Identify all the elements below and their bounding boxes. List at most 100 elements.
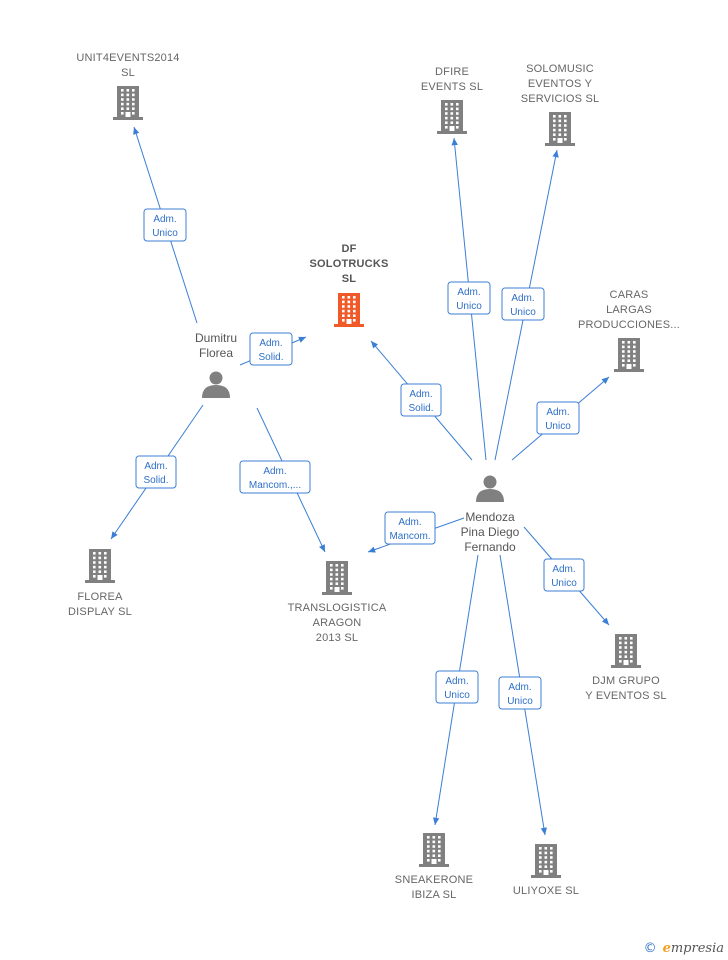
role-badge-text: Adm. bbox=[457, 287, 480, 298]
node-label-line: SNEAKERONE bbox=[395, 874, 473, 886]
role-badge-box bbox=[543, 558, 585, 592]
person-icon bbox=[476, 475, 504, 502]
brand-logo-text: mpresia bbox=[670, 941, 724, 956]
role-badge-box bbox=[498, 676, 542, 710]
role-badge-box bbox=[400, 383, 442, 417]
role-badge[interactable]: Adm.Solid. bbox=[400, 383, 442, 417]
role-badge-text: Adm. bbox=[552, 564, 575, 575]
node-label-line: Florea bbox=[199, 346, 233, 360]
building-icon bbox=[545, 112, 575, 146]
building-icon bbox=[531, 844, 561, 878]
node-label-line: SL bbox=[342, 273, 357, 285]
role-badge-text: Adm. bbox=[398, 517, 421, 528]
node-label-line: TRANSLOGISTICA bbox=[288, 602, 387, 614]
role-badge[interactable]: Adm. Unico bbox=[447, 281, 491, 315]
company-node-translogistica[interactable]: TRANSLOGISTICA ARAGON 2013 SL bbox=[288, 561, 387, 644]
building-icon bbox=[611, 634, 641, 668]
company-node-dfire[interactable]: DFIRE EVENTS SL bbox=[421, 66, 483, 134]
node-label-line: Y EVENTOS SL bbox=[585, 690, 666, 702]
role-badge[interactable]: Adm. Mancom.,... bbox=[239, 460, 311, 494]
node-label-line: ULIYOXE SL bbox=[513, 885, 579, 897]
role-badge-text: Unico bbox=[510, 307, 536, 318]
company-node-caras[interactable]: CARASLARGASPRODUCCIONES... bbox=[578, 289, 680, 372]
node-label-line: SERVICIOS SL bbox=[521, 93, 600, 105]
node-label-line: EVENTOS Y bbox=[528, 78, 593, 90]
building-icon bbox=[113, 86, 143, 120]
building-icon bbox=[614, 338, 644, 372]
role-badge-box bbox=[384, 511, 436, 545]
role-badge-text: Unico bbox=[551, 578, 577, 589]
node-label-line: DISPLAY SL bbox=[68, 606, 132, 618]
node-label-line: DF bbox=[341, 243, 356, 255]
company-node-dfsolotrucks[interactable]: DF SOLOTRUCKS SL bbox=[310, 243, 389, 327]
role-badge-text: Unico bbox=[152, 228, 178, 239]
node-label-line: DFIRE bbox=[435, 66, 469, 78]
role-badge-box bbox=[447, 281, 491, 315]
role-badge-box bbox=[501, 287, 545, 321]
node-label-line: IBIZA SL bbox=[411, 889, 456, 901]
building-icon bbox=[437, 100, 467, 134]
building-icon bbox=[334, 293, 364, 327]
role-badge-text: Adm. bbox=[153, 214, 176, 225]
role-badge-box bbox=[143, 208, 187, 242]
company-node-uliyoxe[interactable]: ULIYOXE SL bbox=[513, 844, 579, 897]
node-label-line: Dumitru bbox=[195, 331, 237, 345]
company-node-djm[interactable]: DJM GRUPO Y EVENTOS SL bbox=[585, 634, 667, 702]
role-badge-box bbox=[135, 455, 177, 489]
node-label-line: SOLOTRUCKS bbox=[310, 258, 389, 270]
role-badge-text: Adm. bbox=[445, 676, 468, 687]
company-node-solomusic[interactable]: SOLOMUSIC EVENTOS Y SERVICIOS SL bbox=[521, 63, 600, 146]
node-label-line: ARAGON bbox=[313, 617, 362, 629]
role-badge[interactable]: Adm. Unico bbox=[143, 208, 187, 242]
role-badge-box bbox=[239, 460, 311, 494]
role-badge-text: Mancom. bbox=[389, 531, 430, 542]
node-label-line: 2013 SL bbox=[316, 632, 358, 644]
node-label-line: DJM GRUPO bbox=[592, 675, 660, 687]
role-badge-box bbox=[435, 670, 479, 704]
role-badge-text: Solid. bbox=[408, 403, 433, 414]
node-label-line: LARGAS bbox=[606, 304, 652, 316]
role-badge[interactable]: Adm. Unico bbox=[498, 676, 542, 710]
company-node-sneakerone[interactable]: SNEAKERONE IBIZA SL bbox=[395, 833, 473, 901]
node-label-line: EVENTS SL bbox=[421, 81, 483, 93]
building-icon bbox=[85, 549, 115, 583]
role-badge-text: Adm. bbox=[259, 338, 282, 349]
role-badge[interactable]: Adm. Unico bbox=[435, 670, 479, 704]
company-node-florea[interactable]: FLOREA DISPLAY SL bbox=[68, 549, 132, 618]
role-badge-text: Unico bbox=[456, 301, 482, 312]
role-badge[interactable]: Adm. Solid. bbox=[135, 455, 177, 489]
role-badge-text: Unico bbox=[545, 421, 571, 432]
role-badge[interactable]: Adm. Unico bbox=[543, 558, 585, 592]
copyright-icon: © bbox=[643, 941, 657, 956]
role-badge-text: Solid. bbox=[258, 352, 283, 363]
role-badge-text: Mancom.,... bbox=[249, 480, 301, 491]
role-badge-text: Unico bbox=[444, 690, 470, 701]
node-label-line: FLOREA bbox=[77, 591, 123, 603]
building-icon bbox=[322, 561, 352, 595]
role-badge-text: Adm. bbox=[511, 293, 534, 304]
role-badge-text: Adm. bbox=[263, 466, 286, 477]
node-label-line: SOLOMUSIC bbox=[526, 63, 594, 75]
role-badge-box bbox=[249, 332, 293, 366]
role-badge-text: Unico bbox=[507, 696, 533, 707]
role-badge-text: Solid. bbox=[143, 475, 168, 486]
role-badge-text: Adm. bbox=[508, 682, 531, 693]
role-badge[interactable]: Adm. Solid. bbox=[249, 332, 293, 366]
node-label-line: Fernando bbox=[464, 540, 516, 554]
person-icon bbox=[202, 371, 230, 398]
node-label-line: Pina Diego bbox=[461, 525, 520, 539]
role-badge[interactable]: Adm. Mancom. bbox=[384, 511, 436, 545]
role-badge[interactable]: Adm. Unico bbox=[501, 287, 545, 321]
footer-brand[interactable]: © empresia bbox=[644, 941, 724, 956]
role-badge[interactable]: Adm.Unico bbox=[536, 401, 580, 435]
brand-logo-initial: e bbox=[662, 941, 671, 956]
role-badge-box bbox=[536, 401, 580, 435]
role-badge-text: Adm. bbox=[144, 461, 167, 472]
building-icon bbox=[419, 833, 449, 867]
node-label-line: CARAS bbox=[610, 289, 649, 301]
node-label-line: SL bbox=[121, 67, 135, 79]
